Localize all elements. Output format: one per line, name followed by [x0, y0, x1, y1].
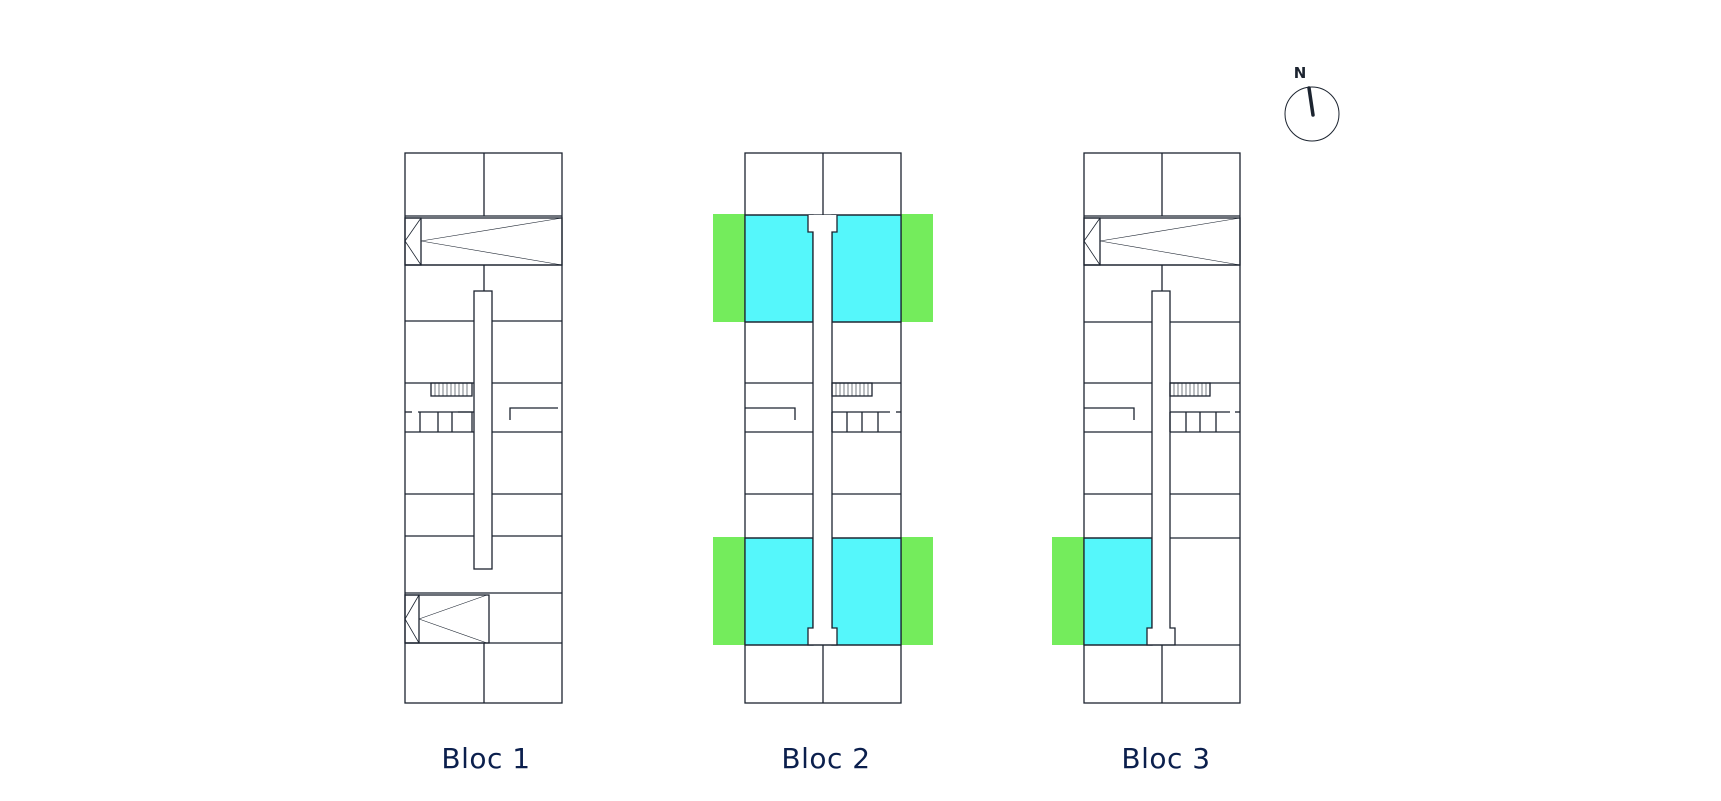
- bloc-3-unit-bottom-left: [1083, 537, 1153, 646]
- bloc-2-unit-bottom-right: [831, 537, 902, 646]
- bloc-2-terrace-top-left: [713, 214, 745, 322]
- bloc-1-label: Bloc 1: [441, 742, 531, 775]
- compass: [1284, 86, 1340, 142]
- compass-needle-icon: [1307, 86, 1315, 117]
- bloc-2-unit-bottom-left: [744, 537, 814, 646]
- bloc-3-label: Bloc 3: [1121, 742, 1211, 775]
- bloc-2-plan: [744, 152, 902, 704]
- bloc-2-unit-top-left: [744, 214, 814, 323]
- bloc-2-terrace-bottom-left: [713, 537, 745, 645]
- bloc-2-label: Bloc 2: [781, 742, 871, 775]
- bloc-1-plan: [404, 152, 563, 704]
- compass-north-label: N: [1293, 64, 1307, 82]
- bloc-1-lift: [430, 382, 473, 397]
- bloc-3-plan: [1083, 152, 1241, 704]
- bloc-2-terrace-top-right: [901, 214, 933, 322]
- bloc-3-terrace-bottom-left: [1052, 537, 1084, 645]
- bloc-2-terrace-bottom-right: [901, 537, 933, 645]
- bloc-1-corridor: [473, 290, 493, 570]
- bloc-2-unit-top-right: [831, 214, 902, 323]
